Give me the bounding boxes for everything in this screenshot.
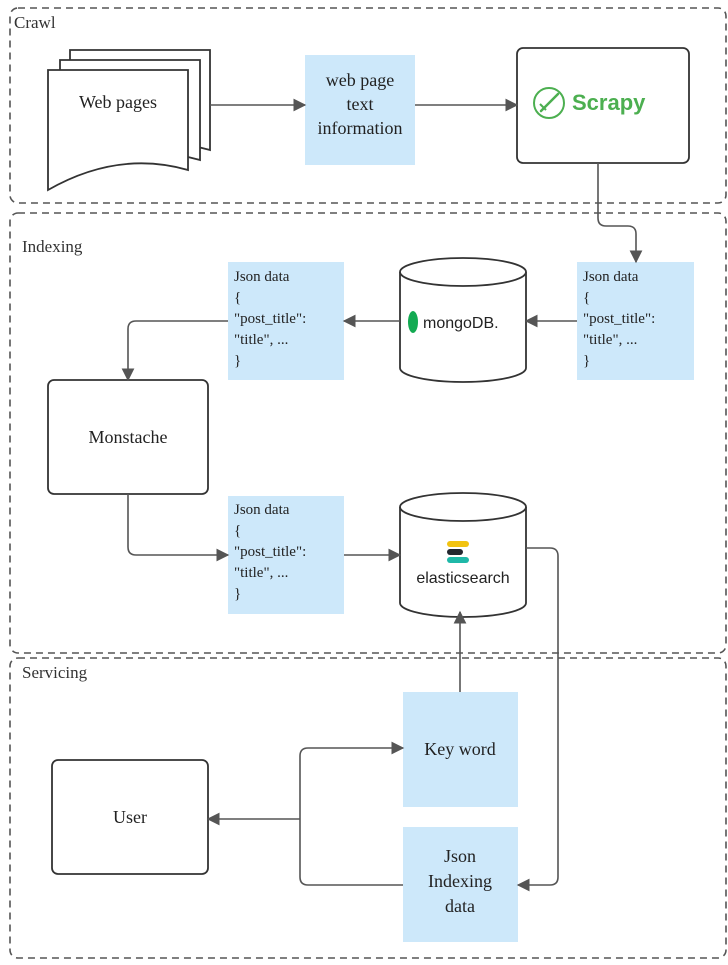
scrapy-node: Scrapy	[516, 47, 690, 164]
json-indexing-line-2: Indexing	[428, 871, 492, 891]
json-monstache-line-4: "title", ...	[234, 565, 288, 581]
edge-json-to-monstache	[121, 320, 228, 382]
text-info-node: web page text information	[305, 55, 415, 165]
json-mongo-line-3: "post_title":	[234, 311, 306, 327]
indexing-lane-label: Indexing	[22, 237, 83, 256]
json-monstache-line-5: }	[234, 586, 241, 602]
indexing-lane	[9, 212, 727, 654]
keyword-node: Key word	[403, 692, 518, 807]
user-label: User	[113, 807, 147, 827]
mongodb-label: mongoDB.	[423, 315, 499, 332]
edge-monstache-to-json	[127, 494, 230, 562]
mongodb-leaf-icon	[408, 311, 418, 333]
elasticsearch-label: elasticsearch	[416, 570, 509, 587]
edge-elasticsearch-to-json-indexing	[516, 547, 559, 892]
scrapy-label: Scrapy	[572, 90, 646, 115]
json-scrapy-line-5: }	[583, 353, 590, 369]
json-indexing-node: Json Indexing data	[403, 827, 518, 942]
elasticsearch-node: elasticsearch	[399, 492, 527, 618]
json-mongo-line-1: Json data	[234, 269, 290, 285]
json-scrapy-line-4: "title", ...	[583, 332, 637, 348]
json-monstache-node: Json data { "post_title": "title", ... }	[228, 496, 344, 614]
edge-scrapy-to-json	[597, 163, 643, 264]
edge-to-keyword	[299, 741, 405, 819]
monstache-node: Monstache	[47, 379, 209, 495]
servicing-lane-label: Servicing	[22, 663, 88, 682]
json-scrapy-line-1: Json data	[583, 269, 639, 285]
json-monstache-line-1: Json data	[234, 502, 290, 518]
json-mongo-line-4: "title", ...	[234, 332, 288, 348]
user-node: User	[51, 759, 209, 875]
monstache-label: Monstache	[89, 427, 168, 447]
json-monstache-line-3: "post_title":	[234, 544, 306, 560]
elasticsearch-logo-icon	[447, 541, 469, 563]
json-mongo-line-2: {	[234, 290, 241, 306]
web-pages-node: Web pages	[47, 49, 211, 192]
crawl-lane-label: Crawl	[14, 13, 56, 32]
mongodb-node: mongoDB.	[399, 257, 527, 383]
json-mongo-node: Json data { "post_title": "title", ... }	[228, 262, 344, 380]
text-info-line-1: web page	[326, 70, 394, 90]
json-mongo-line-5: }	[234, 353, 241, 369]
json-indexing-line-3: data	[445, 896, 475, 916]
edge-from-json-indexing	[299, 819, 403, 886]
json-indexing-line-1: Json	[444, 846, 476, 866]
json-scrapy-line-3: "post_title":	[583, 311, 655, 327]
json-scrapy-line-2: {	[583, 290, 590, 306]
keyword-label: Key word	[424, 739, 495, 759]
text-info-line-3: information	[318, 118, 403, 138]
scrapy-logo-icon	[533, 87, 565, 119]
web-pages-label: Web pages	[79, 92, 157, 112]
json-scrapy-node: Json data { "post_title": "title", ... }	[577, 262, 694, 380]
json-monstache-line-2: {	[234, 523, 241, 539]
text-info-line-2: text	[347, 94, 374, 114]
servicing-lane	[9, 657, 727, 959]
crawl-lane	[9, 7, 727, 204]
